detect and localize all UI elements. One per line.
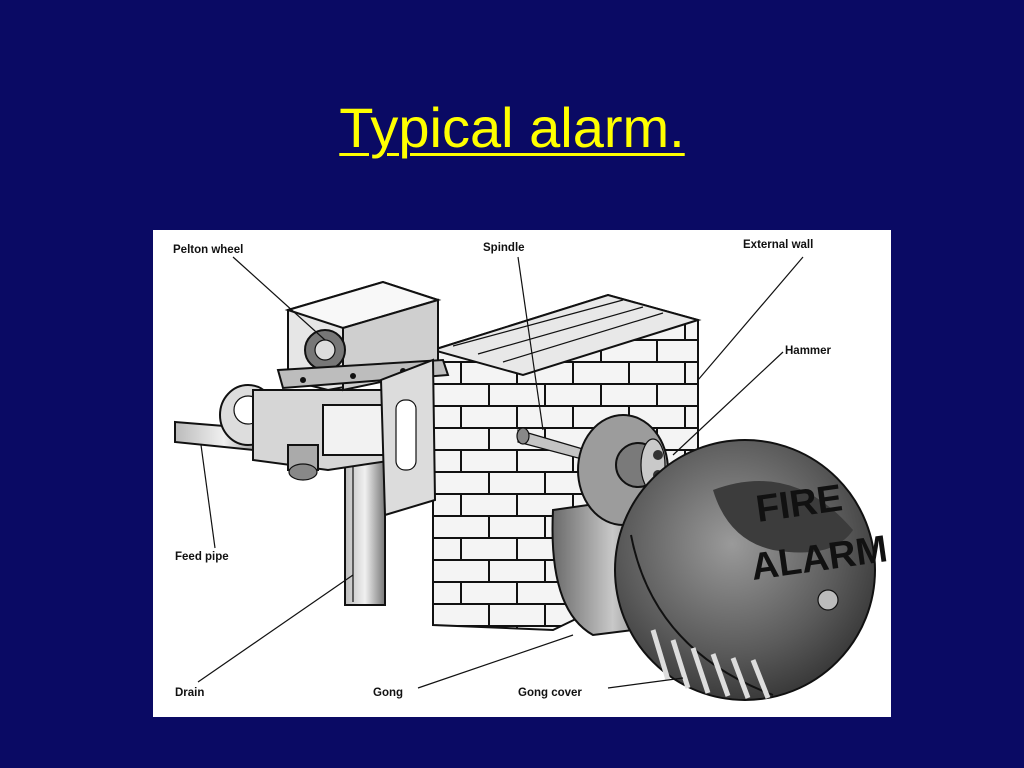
label-external-wall: External wall (743, 239, 813, 251)
label-gong: Gong (373, 687, 403, 699)
mounting-bracket (379, 358, 437, 517)
gong-cover: FIRE ALARM (614, 439, 890, 701)
label-spindle: Spindle (483, 242, 525, 254)
alarm-diagram: FIRE ALARM Pelton wheel Spindle External… (153, 230, 891, 717)
label-gong-cover: Gong cover (518, 687, 582, 699)
slide-title: Typical alarm. (0, 100, 1024, 156)
drain-pipe (344, 459, 386, 606)
slide-title-text: Typical alarm. (339, 96, 685, 159)
label-hammer: Hammer (785, 345, 832, 357)
label-feed-pipe: Feed pipe (175, 551, 229, 563)
leader-lines (197, 256, 804, 689)
label-pelton-wheel: Pelton wheel (173, 244, 243, 256)
label-drain: Drain (175, 687, 204, 699)
alarm-illustration: FIRE ALARM Pelton wheel Spindle External… (173, 239, 890, 701)
